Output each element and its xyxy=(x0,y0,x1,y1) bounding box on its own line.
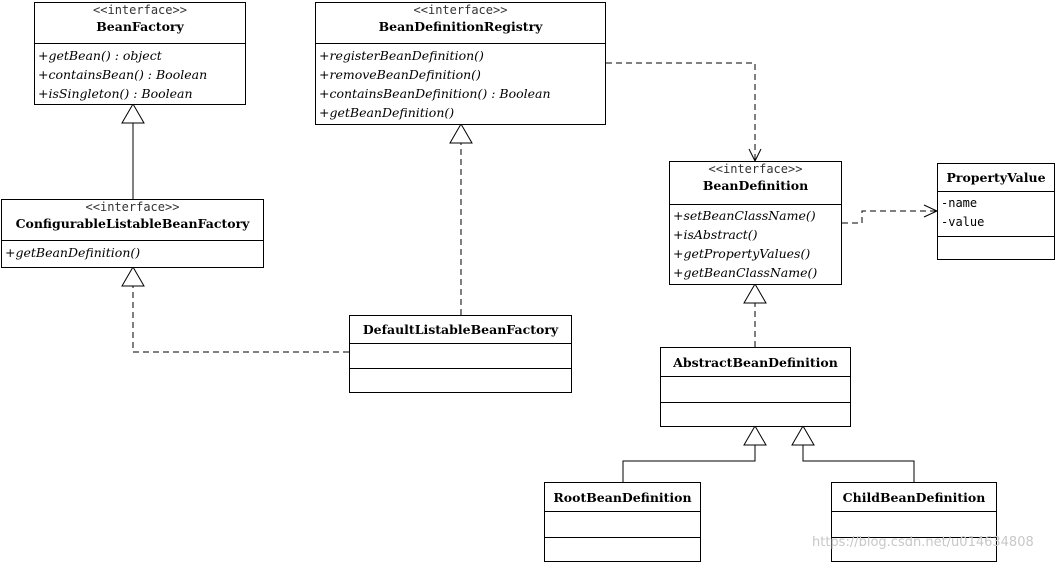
method: +getPropertyValues() xyxy=(673,246,811,261)
class-name: PropertyValue xyxy=(946,170,1046,185)
generalization-child-to-abstract xyxy=(802,445,915,482)
class-name: ConfigurableListableBeanFactory xyxy=(15,216,250,231)
realization-dlbf-to-clbf xyxy=(132,286,349,353)
stereotype-label: <<interface>> xyxy=(708,162,803,176)
method: +getBeanDefinition() xyxy=(5,245,141,260)
method: +getBean() : object xyxy=(38,48,162,63)
class-bean-definition-registry[interactable]: <<interface>> BeanDefinitionRegistry +re… xyxy=(315,2,606,125)
stereotype-label: <<interface>> xyxy=(413,3,508,17)
method: +containsBeanDefinition() : Boolean xyxy=(319,86,551,101)
method: +isSingleton() : Boolean xyxy=(38,86,193,101)
method: +registerBeanDefinition() xyxy=(319,48,484,63)
class-header: ChildBeanDefinition xyxy=(832,483,996,512)
class-property-value[interactable]: PropertyValue -name -value xyxy=(937,163,1055,260)
class-configurable-listable-bean-factory[interactable]: <<interface>> ConfigurableListableBeanFa… xyxy=(1,199,264,268)
class-name: ChildBeanDefinition xyxy=(842,489,986,505)
method: +containsBean() : Boolean xyxy=(38,67,208,82)
class-header: <<interface>> ConfigurableListableBeanFa… xyxy=(2,200,263,241)
class-name: RootBeanDefinition xyxy=(553,489,692,505)
methods-compartment: +registerBeanDefinition() +removeBeanDef… xyxy=(316,44,605,122)
class-bean-definition[interactable]: <<interface>> BeanDefinition +setBeanCla… xyxy=(669,161,842,285)
attributes-compartment xyxy=(545,512,700,538)
realization-arrowhead xyxy=(449,123,473,144)
attribute: -value xyxy=(941,215,985,229)
class-name: AbstractBeanDefinition xyxy=(673,354,838,370)
class-name: BeanDefinitionRegistry xyxy=(378,19,543,34)
generalization-arrowhead xyxy=(791,425,815,446)
method: +isAbstract() xyxy=(673,227,758,242)
class-header: PropertyValue xyxy=(938,164,1054,192)
class-header: <<interface>> BeanDefinition xyxy=(670,162,841,205)
method: +removeBeanDefinition() xyxy=(319,67,481,82)
attributes-compartment xyxy=(350,344,571,369)
class-bean-factory[interactable]: <<interface>> BeanFactory +getBean() : o… xyxy=(34,2,246,105)
realization-arrowhead xyxy=(743,283,767,304)
attributes-compartment xyxy=(661,377,850,403)
method: +getBeanDefinition() xyxy=(319,105,455,120)
generalization-arrowhead xyxy=(121,103,145,124)
stereotype-label: <<interface>> xyxy=(85,200,180,214)
methods-compartment: +getBeanDefinition() xyxy=(2,241,263,262)
class-header: AbstractBeanDefinition xyxy=(661,348,850,377)
class-header: <<interface>> BeanFactory xyxy=(35,3,245,44)
methods-compartment: +setBeanClassName() +isAbstract() +getPr… xyxy=(670,205,841,282)
class-name: DefaultListableBeanFactory xyxy=(362,322,559,337)
class-default-listable-bean-factory[interactable]: DefaultListableBeanFactory xyxy=(349,315,572,393)
method: +setBeanClassName() xyxy=(673,208,816,223)
class-name: BeanDefinition xyxy=(702,178,809,193)
attributes-compartment: -name -value xyxy=(938,192,1054,237)
methods-compartment: +getBean() : object +containsBean() : Bo… xyxy=(35,44,245,103)
class-header: DefaultListableBeanFactory xyxy=(350,316,571,344)
class-header: <<interface>> BeanDefinitionRegistry xyxy=(316,3,605,44)
dependency-registry-to-beandefinition xyxy=(606,62,756,160)
watermark-text: https://blog.csdn.net/u014634808 xyxy=(812,535,1034,550)
class-root-bean-definition[interactable]: RootBeanDefinition xyxy=(544,482,701,562)
class-abstract-bean-definition[interactable]: AbstractBeanDefinition xyxy=(660,347,851,427)
stereotype-label: <<interface>> xyxy=(93,3,187,17)
attribute: -name xyxy=(941,196,978,210)
realization-arrowhead xyxy=(121,266,145,287)
class-header: RootBeanDefinition xyxy=(545,483,700,512)
class-child-bean-definition[interactable]: ChildBeanDefinition xyxy=(831,482,997,562)
class-name: BeanFactory xyxy=(96,19,184,34)
generalization-arrowhead xyxy=(743,425,767,446)
dependency-beandefinition-to-propertyvalue xyxy=(842,210,936,224)
method: +getBeanClassName() xyxy=(673,265,818,280)
attributes-compartment xyxy=(832,512,996,538)
generalization-root-to-abstract xyxy=(622,445,756,482)
